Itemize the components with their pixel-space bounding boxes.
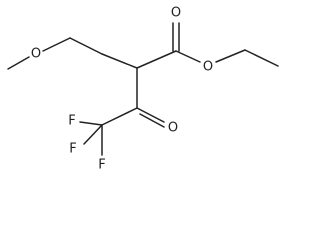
bond-ketone-c-cf3 <box>101 107 138 126</box>
bond-methoxy-o-ch2 <box>42 37 71 52</box>
bond-ch2-ch2 <box>69 37 103 55</box>
fluorine-top-label: F <box>68 114 75 129</box>
bond-ketone-c-o-double-b <box>139 113 165 128</box>
bond-ester-o-ch2 <box>215 49 246 63</box>
chemical-structure: O O O O F F F <box>7 6 279 173</box>
bond-methyl-methoxy-o <box>7 56 30 70</box>
ester-oxygen-label: O <box>203 60 213 75</box>
bond-cf3-f-top <box>79 121 103 126</box>
bond-cf3-f-left <box>83 124 103 145</box>
atom-labels: O O O O F F F <box>31 6 213 173</box>
bond-ester-c-ester-o <box>175 50 201 63</box>
ketone-oxygen-label: O <box>168 121 178 136</box>
bond-ketone-c-o-double-a <box>136 107 165 123</box>
bonds <box>7 22 279 156</box>
bond-ethyl-ch2-ch3 <box>244 49 279 67</box>
ester-carbonyl-oxygen-label: O <box>171 6 181 21</box>
methoxy-oxygen-label: O <box>31 47 41 62</box>
fluorine-bottom-label: F <box>98 158 105 173</box>
bond-alpha-c-ester-c <box>136 50 177 69</box>
fluorine-left-label: F <box>69 142 76 157</box>
bond-ch2-alpha-c <box>101 53 138 69</box>
